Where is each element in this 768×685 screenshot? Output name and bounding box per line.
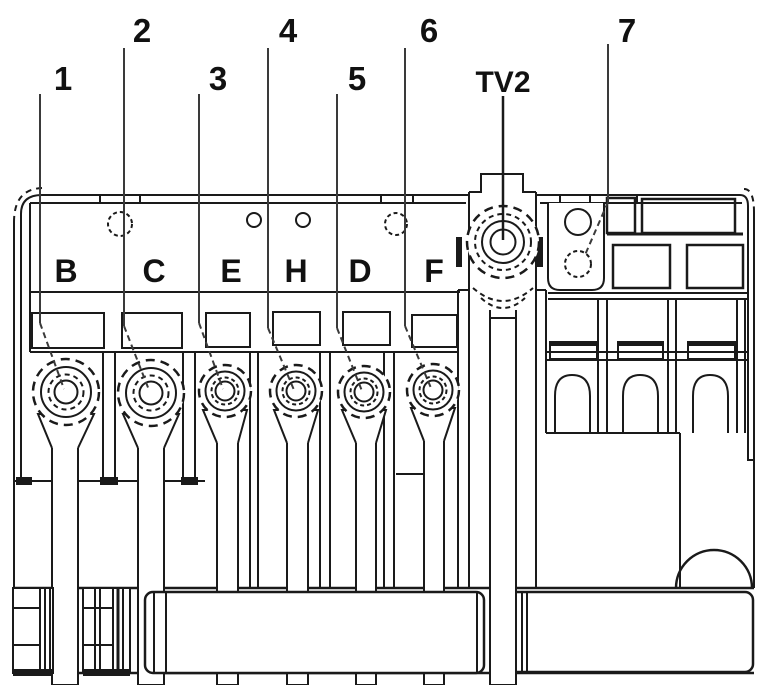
fuse-position-label-b: B xyxy=(54,253,77,289)
fuse-position-label-f: F xyxy=(424,253,444,289)
top-edge-notches xyxy=(99,195,638,203)
terminal-bolt-d xyxy=(336,364,392,420)
fuse-position-label-c: C xyxy=(142,253,165,289)
clip-arch xyxy=(622,373,659,433)
dome-bump xyxy=(674,548,754,589)
tv2-stud-tower xyxy=(456,173,547,588)
callout-label-4: 4 xyxy=(279,12,298,49)
callout-label-1: 1 xyxy=(54,60,72,97)
fuse-window-d xyxy=(342,311,391,346)
bolt-hole-7-icon xyxy=(564,250,592,278)
callout-label-6: 6 xyxy=(420,12,438,49)
bolt-hole-icon xyxy=(564,208,592,236)
fuse-position-label-d: D xyxy=(348,253,371,289)
fuse-windows xyxy=(31,311,458,349)
terminal-bolt-b xyxy=(31,357,101,427)
pin-hole-icon xyxy=(295,212,311,228)
side-panel xyxy=(547,203,605,291)
mount-hole-icon xyxy=(384,212,408,236)
fuse-window-c xyxy=(121,312,183,349)
lower-cover-plate-right xyxy=(498,590,755,674)
terminal-bolts xyxy=(31,357,461,449)
housing-outline xyxy=(13,187,755,588)
callout-label-5: 5 xyxy=(348,60,366,97)
pin-hole-icon xyxy=(246,212,262,228)
callout-leaders xyxy=(39,44,609,392)
labels: 1 2 3 4 5 6 7 TV2 B C E H D F xyxy=(54,12,636,289)
fuse-window-e xyxy=(205,312,251,348)
clip-arch xyxy=(554,373,591,433)
fuse-window-f xyxy=(411,314,458,348)
right-fuse-grid xyxy=(546,196,748,588)
connector-block-left xyxy=(12,587,54,676)
callout-label-3: 3 xyxy=(209,60,227,97)
tv2-wire xyxy=(489,310,517,685)
terminal-deck xyxy=(14,351,458,588)
wire-1 xyxy=(51,446,79,685)
fuse-window-b xyxy=(31,312,105,349)
terminal-bolt-h xyxy=(268,363,324,419)
fuse-position-label-h: H xyxy=(284,253,307,289)
fuse-window-h xyxy=(272,311,321,346)
terminal-bolt-c xyxy=(116,358,186,428)
stud-label-tv2: TV2 xyxy=(475,66,530,99)
letter-band xyxy=(30,211,460,293)
connector-block-right xyxy=(82,587,131,676)
clip-arch xyxy=(692,373,729,433)
lower-cover-plate xyxy=(143,590,486,675)
terminal-bolt-f xyxy=(405,362,461,418)
terminal-bolt-e xyxy=(197,363,253,419)
callout-label-7: 7 xyxy=(618,12,636,49)
callout-label-2: 2 xyxy=(133,12,151,49)
mount-hole-icon xyxy=(107,211,133,237)
fuse-position-label-e: E xyxy=(220,253,241,289)
